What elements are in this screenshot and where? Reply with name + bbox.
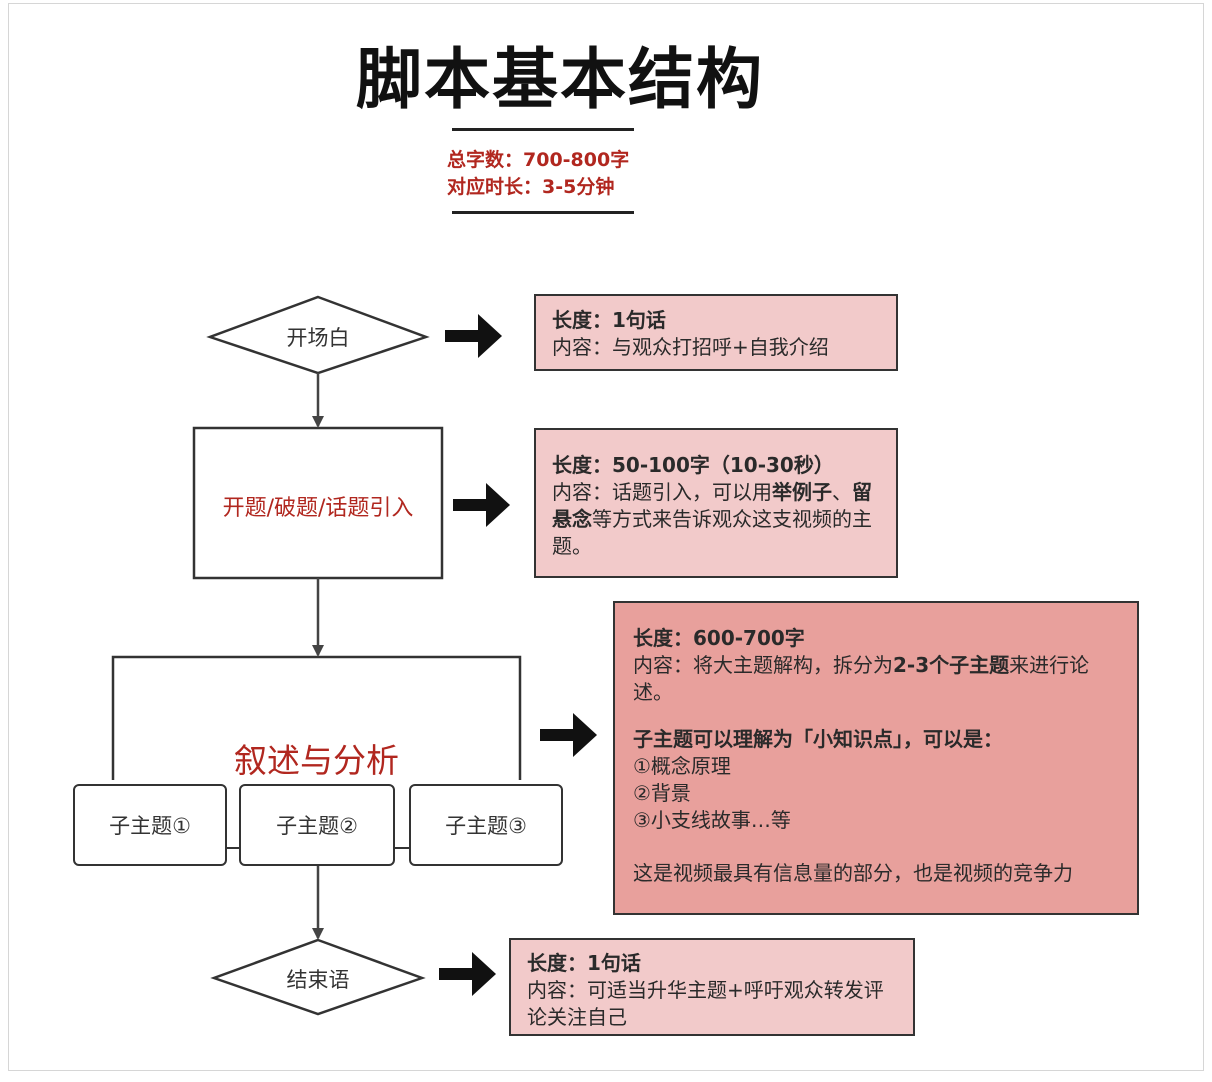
narration-keyword: 2-3个子主题: [893, 653, 1010, 677]
subtopic-label: 子主题②: [276, 814, 358, 838]
intro-content-sep: 、: [832, 480, 852, 504]
subtopic-box-1: 子主题①: [73, 784, 227, 866]
narration-note: 这是视频最具有信息量的部分，也是视频的竞争力: [633, 861, 1073, 885]
narration-content-text: 内容：将大主题解构，拆分为: [633, 653, 893, 677]
intro-label: 开题/破题/话题引入: [222, 496, 414, 521]
narration-item: ③小支线故事…等: [633, 808, 791, 832]
block-arrow-icon: [453, 483, 510, 527]
narration-frame: [111, 655, 522, 780]
subtopic-box-2: 子主题②: [239, 784, 395, 866]
block-arrow-icon: [445, 314, 502, 358]
narration-label: 叙述与分析: [234, 741, 399, 780]
narration-item: ①概念原理: [633, 754, 731, 778]
narration-content-tail: 来进行论述。: [633, 653, 1090, 704]
opening-length: 长度：1句话: [552, 308, 666, 332]
opening-content: 内容：与观众打招呼+自我介绍: [552, 335, 829, 359]
duration-label: 对应时长：3-5分钟: [447, 176, 615, 198]
intro-content: 内容：话题引入，可以用举例子、留悬念等方式来告诉观众这支视频的主题。: [552, 479, 880, 560]
narration-subtitle: 子主题可以理解为「小知识点」，可以是：: [633, 727, 1003, 751]
page-title: 脚本基本结构: [356, 41, 764, 118]
ending-diamond: [210, 938, 426, 1016]
narration-desc-box: 长度：600-700字 内容：将大主题解构，拆分为2-3个子主题来进行论述。 子…: [613, 601, 1139, 915]
intro-rect: [192, 426, 444, 580]
canvas-frame: [8, 3, 1204, 1071]
intro-keyword-suspense: 留悬念: [552, 480, 872, 531]
ending-length: 长度：1句话: [527, 951, 641, 975]
ending-desc-box: 长度：1句话 内容：可适当升华主题+呼吁观众转发评论关注自己: [509, 938, 915, 1036]
word-count-label: 总字数：700-800字: [447, 149, 630, 171]
ending-label: 结束语: [286, 968, 350, 992]
intro-content-tail: 等方式来告诉观众这支视频的主题。: [552, 507, 872, 558]
intro-content-text: 内容：话题引入，可以用: [552, 480, 772, 504]
subtopic-label: 子主题③: [445, 814, 527, 838]
intro-desc-box: 长度：50-100字（10-30秒） 内容：话题引入，可以用举例子、留悬念等方式…: [534, 428, 898, 578]
narration-length: 长度：600-700字: [633, 626, 805, 650]
opening-desc-box: 长度：1句话 内容：与观众打招呼+自我介绍: [534, 294, 898, 371]
subtopic-label: 子主题①: [109, 814, 191, 838]
opening-label: 开场白: [286, 326, 350, 350]
intro-keyword-example: 举例子: [772, 480, 832, 504]
block-arrow-icon: [439, 952, 496, 996]
intro-length: 长度：50-100字（10-30秒）: [552, 453, 834, 477]
narration-content: 内容：将大主题解构，拆分为2-3个子主题来进行论述。: [633, 652, 1119, 706]
ending-content: 内容：可适当升华主题+呼吁观众转发评论关注自己: [527, 978, 884, 1029]
subtopic-box-3: 子主题③: [409, 784, 563, 866]
title-rule-bottom: [452, 211, 634, 214]
title-rule-top: [452, 128, 634, 131]
block-arrow-icon: [540, 713, 597, 757]
narration-item: ②背景: [633, 781, 691, 805]
